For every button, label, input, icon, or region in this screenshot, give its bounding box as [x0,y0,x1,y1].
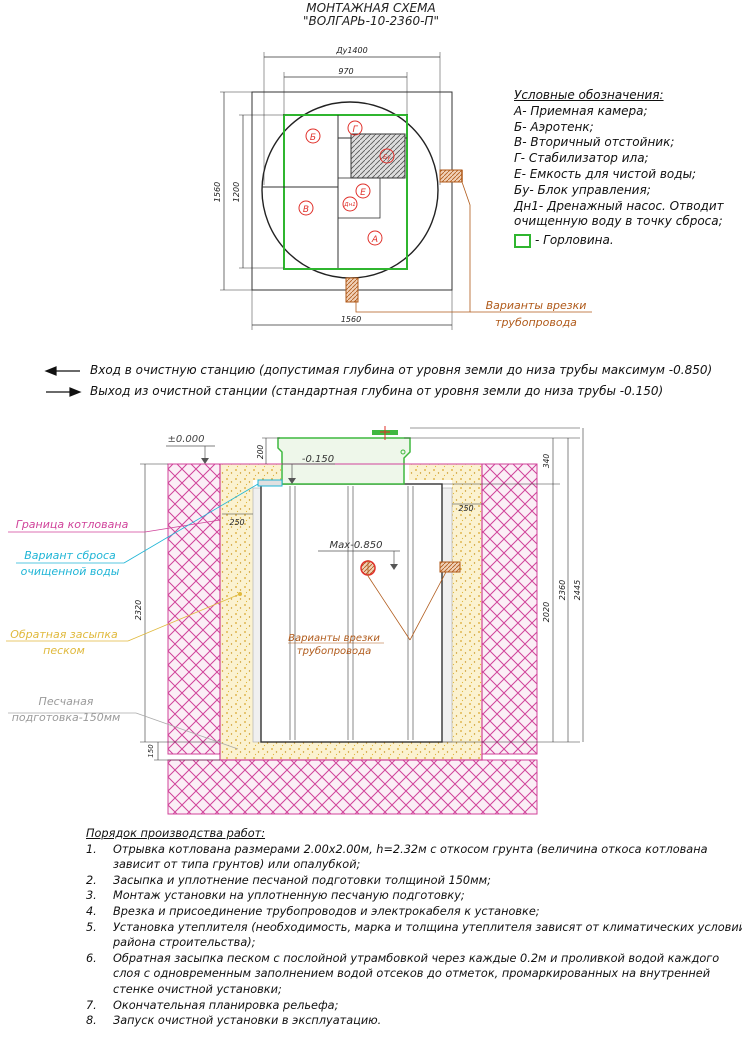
section-neck [277,437,411,485]
plan-pipe-note-1: Варианты врезки [486,299,587,312]
step-item: 2.Засыпка и уплотнение песчаной подготов… [86,873,491,887]
step-item: 4.Врезка и присоединение трубопроводов и… [86,904,540,918]
plan-label-g: Г [352,125,358,135]
legend-neck: - Горловина. [535,233,614,248]
inlet-pipe-side [439,561,461,573]
drawing-canvas: Ду1400 970 1560 1200 1560 Б Г В Е А Бу Д… [6,46,592,815]
step-item: 6.Обратная засыпка песком с послойной ут… [86,951,720,996]
step-item: 7.Окончательная планировка рельефа; [86,998,339,1012]
callout-pit-boundary: Граница котлована [16,518,129,531]
section-tank-body [260,483,443,743]
callout-backfill-1: Обратная засыпка [10,628,118,641]
level-max-085: Max-0.850 [330,540,383,551]
dim-150: 150 [147,744,155,758]
plan-label-bu: Бу [383,154,391,161]
plan-dim-left-inner: 1200 [232,182,241,202]
legend-item: Бу- Блок управления; [514,182,651,197]
steps-header: Порядок производства работ: [86,827,266,840]
plan-neck [283,114,408,270]
green-square-icon [514,233,531,248]
callout-discharge-1: Вариант сброса [24,549,116,562]
level-zero: ±0.000 [167,434,204,445]
plan-dim-left-outer: 1560 [213,182,222,202]
soil-left [167,463,221,755]
outlet-pipe [257,479,283,487]
step-item: 3.Монтаж установки на уплотненную песчан… [86,889,465,903]
legend-item: очищенную воду в точку сброса; [514,214,723,229]
level-015: -0.150 [302,454,334,465]
callout-discharge-2: очищенной воды [21,565,120,578]
plan-pipe-right [439,169,463,183]
legend-neck-row: - Горловина. [514,233,724,249]
plan-label-e: Е [360,188,366,198]
flow-outlet-text: Выход из очистной станции (стандартная г… [90,384,664,398]
flow-inlet-text: Вход в очистную станцию (допустимая глуб… [90,363,713,377]
legend-item: В- Вторичный отстойник; [514,135,675,150]
dim-200: 200 [256,445,265,460]
plan-tank-circle [261,101,439,279]
dim-250-left: 250 [229,518,244,527]
legend-header: Условные обозначения: [514,88,664,102]
step-item: 5.Установка утеплителя (необходимость, м… [86,920,742,950]
section-pipe-note-2: трубопровода [297,645,371,657]
legend-item: Г- Стабилизатор ила; [514,151,649,166]
callout-sand-bed-2: подготовка-150мм [12,711,121,724]
legend-item: Б- Аэротенк; [514,119,594,134]
step-item: 1.Отрывка котлована размерами 2.00х2.00м… [86,842,708,872]
title-line1: МОНТАЖНАЯ СХЕМА [306,1,436,15]
work-steps: Порядок производства работ: 1.Отрывка ко… [86,826,742,1029]
sand-backfill-right [452,464,482,760]
plan-dim-970: 970 [338,67,353,76]
legend-item: А- Приемная камера; [514,103,648,118]
step-item: 8.Запуск очистной установки в эксплуатац… [86,1014,382,1028]
legend: Условные обозначения: А- Приемная камера… [514,88,724,249]
plan-label-v: В [303,205,309,215]
section-view: ±0.000 -0.150 200 250 250 Max-0.850 Вари… [6,426,584,815]
legend-item: Е- Емкость для чистой воды; [514,166,697,181]
flow-arrows [44,366,82,397]
sand-bed [220,742,482,760]
callout-sand-bed-1: Песчаная [39,695,94,708]
dim-2360: 2360 [558,580,567,600]
plan-pipe-bottom [345,277,359,303]
plan-pipe-note-2: трубопровода [495,316,577,329]
plan-dim-top: Ду1400 [335,46,367,55]
soil-right [481,463,538,755]
legend-item: Дн1- Дренажный насос. Отводит [514,198,724,213]
sand-backfill-left [220,464,253,760]
plan-label-a: А [371,235,378,245]
dim-2445: 2445 [573,580,582,600]
dim-250-right: 250 [458,504,473,513]
dim-2320: 2320 [134,600,143,620]
plan-view: Ду1400 970 1560 1200 1560 Б Г В Е А Бу Д… [213,46,592,330]
callout-backfill-2: песком [43,644,85,657]
soil-bottom [167,759,538,815]
plan-control-block [350,133,406,179]
plan-label-b: Б [310,133,316,143]
dim-340: 340 [542,454,551,469]
plan-dim-bottom: 1560 [341,315,361,324]
dim-2020: 2020 [542,602,551,622]
plan-label-dn1: Дн1 [343,202,355,208]
title-line2: "ВОЛГАРЬ-10-2360-П" [303,14,439,28]
section-pipe-note-1: Варианты врезки [288,633,380,644]
